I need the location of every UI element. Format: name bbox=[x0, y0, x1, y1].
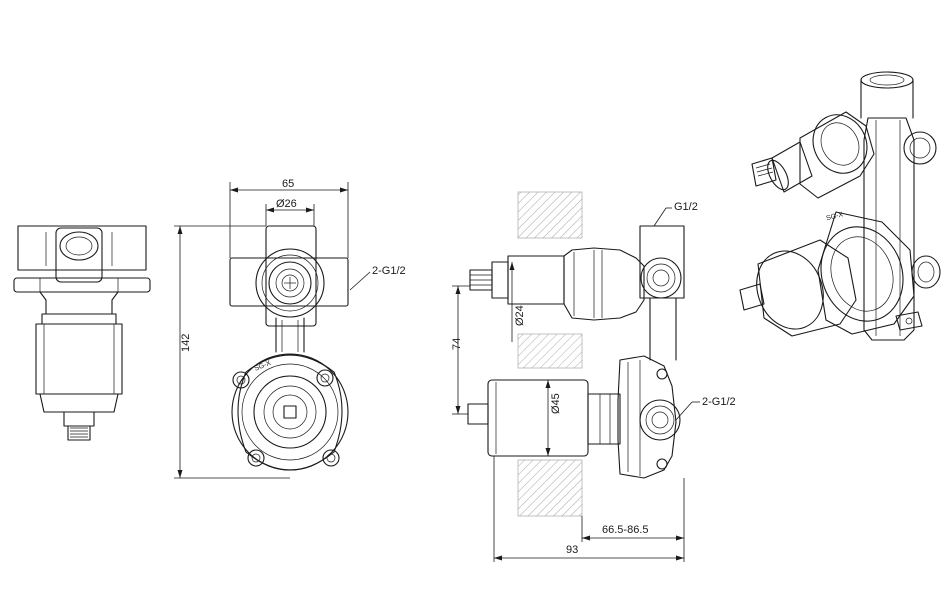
iso-ring-label: SG-X bbox=[826, 211, 845, 222]
dim-front-bore: Ø26 bbox=[276, 198, 297, 210]
wall-hatch-bottom bbox=[517, 459, 583, 517]
section-view bbox=[467, 191, 685, 517]
side-view bbox=[13, 225, 151, 441]
dim-section-total-depth: 93 bbox=[566, 544, 578, 556]
dim-front-width: 65 bbox=[282, 178, 294, 190]
dim-section-spacing: 74 bbox=[451, 338, 463, 350]
dim-section-body-dia: Ø45 bbox=[550, 393, 562, 414]
front-dimensions: 65 Ø26 142 2-G1/2 bbox=[174, 178, 406, 479]
dim-section-top-port: G1/2 bbox=[674, 201, 698, 213]
dim-front-height: 142 bbox=[180, 334, 192, 352]
dim-section-install-depth: 66.5-86.5 bbox=[602, 524, 648, 536]
section-dimensions: G1/2 74 Ø24 Ø45 2-G1/2 66.5-86.5 93 bbox=[451, 201, 736, 562]
isometric-view: SG-X bbox=[739, 71, 941, 341]
wall-hatch-middle bbox=[517, 333, 583, 369]
front-ring-label: SG-X bbox=[253, 360, 272, 373]
dim-section-ports: 2-G1/2 bbox=[702, 396, 736, 408]
front-view: SG-X bbox=[229, 225, 349, 471]
wall-hatch-top bbox=[517, 191, 583, 239]
dim-front-ports: 2-G1/2 bbox=[372, 265, 406, 277]
dim-section-spindle-dia: Ø24 bbox=[514, 305, 526, 326]
